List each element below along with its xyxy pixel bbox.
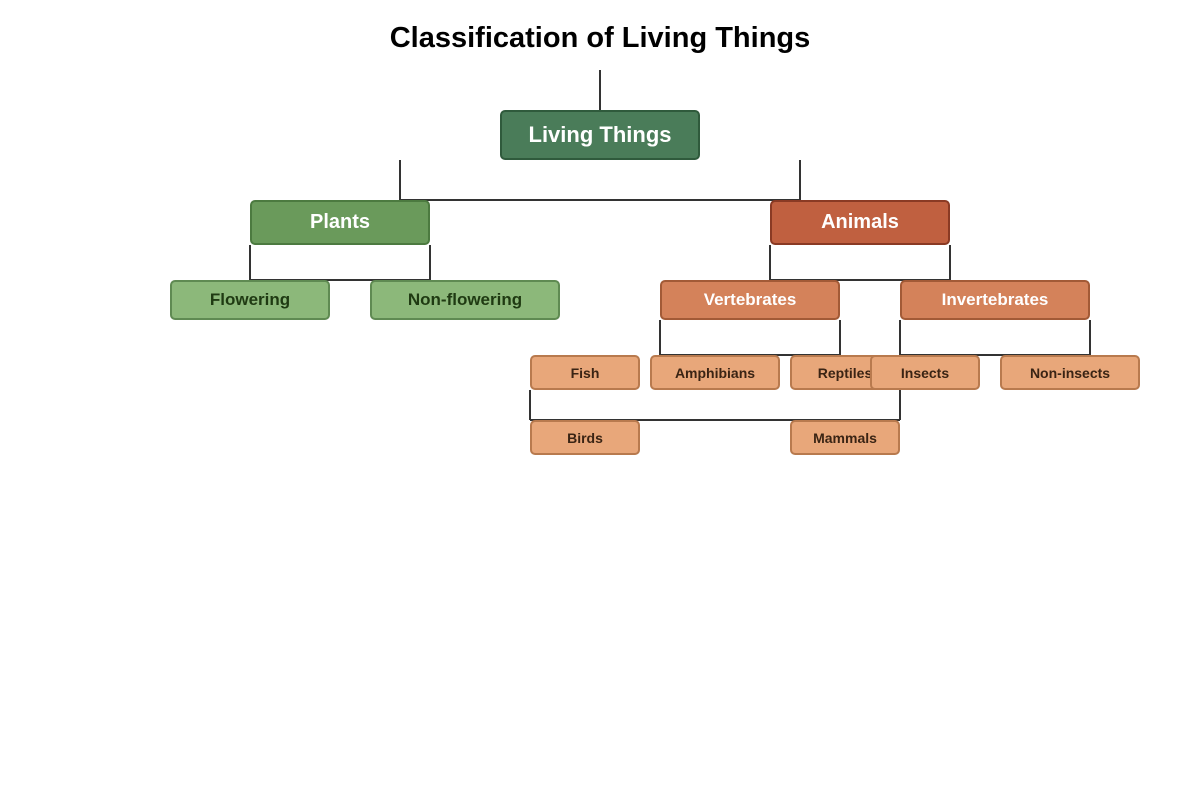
node-fish: Fish [530, 355, 640, 390]
node-vertebrates: Vertebrates [660, 280, 840, 320]
node-mammals: Mammals [790, 420, 900, 455]
node-animals: Animals [770, 200, 950, 245]
node-non-insects: Non-insects [1000, 355, 1140, 390]
node-birds: Birds [530, 420, 640, 455]
node-amphibians: Amphibians [650, 355, 780, 390]
node-invertebrates: Invertebrates [900, 280, 1090, 320]
node-plants: Plants [250, 200, 430, 245]
node-living-things: Living Things [500, 110, 700, 160]
node-flowering: Flowering [170, 280, 330, 320]
node-insects: Insects [870, 355, 980, 390]
node-non-flowering: Non-flowering [370, 280, 560, 320]
diagram-title: Classification of Living Things [389, 22, 811, 54]
